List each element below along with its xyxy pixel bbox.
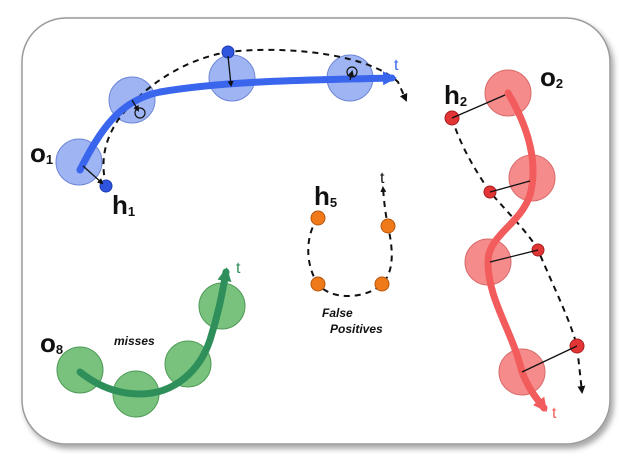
label-o2: o2	[540, 62, 563, 92]
diagram-panel	[21, 17, 611, 445]
correspondence-line	[489, 180, 531, 193]
label-h1: h1	[112, 190, 135, 220]
correspondence-line	[521, 345, 578, 373]
hypothesis-point	[99, 179, 113, 193]
hypothesis-path	[102, 48, 408, 187]
label-misses: misses	[114, 334, 155, 348]
label-false-positives-line2: Positives	[330, 322, 383, 336]
blue-track-group: t	[55, 45, 408, 193]
hypothesis-point	[310, 210, 326, 226]
object-track-arrow	[76, 71, 397, 174]
false-positive-group: t	[307, 170, 396, 297]
object-circle	[208, 54, 256, 102]
label-h2: h2	[444, 80, 467, 110]
correspondence-line	[451, 94, 506, 119]
t-label-green: t	[236, 260, 241, 277]
t-label-red: t	[552, 405, 557, 422]
object-circle	[164, 340, 212, 388]
correspondence-line	[227, 55, 234, 87]
hypothesis-point	[310, 276, 326, 292]
hypothesis-path	[307, 186, 393, 297]
correspondence-line	[82, 165, 104, 185]
object-track-arrow	[484, 89, 548, 412]
label-h5: h5	[314, 181, 337, 211]
hypothesis-point	[134, 107, 146, 119]
hypothesis-point	[346, 66, 358, 78]
t-label-orange: t	[380, 170, 385, 187]
object-track-arrow	[76, 267, 232, 398]
correspondence-line	[348, 70, 354, 81]
t-label-blue: t	[394, 57, 399, 74]
correspondence-line	[131, 99, 140, 112]
label-o8: o8	[40, 328, 63, 358]
label-o1: o1	[30, 138, 53, 168]
red-track-group: t	[444, 69, 586, 422]
green-track-group: t	[56, 260, 246, 418]
correspondence-line	[489, 249, 539, 263]
hypothesis-point	[380, 218, 396, 234]
hypothesis-point	[374, 276, 390, 292]
label-false-positives-line1: False	[322, 306, 353, 320]
hypothesis-path	[451, 117, 586, 394]
